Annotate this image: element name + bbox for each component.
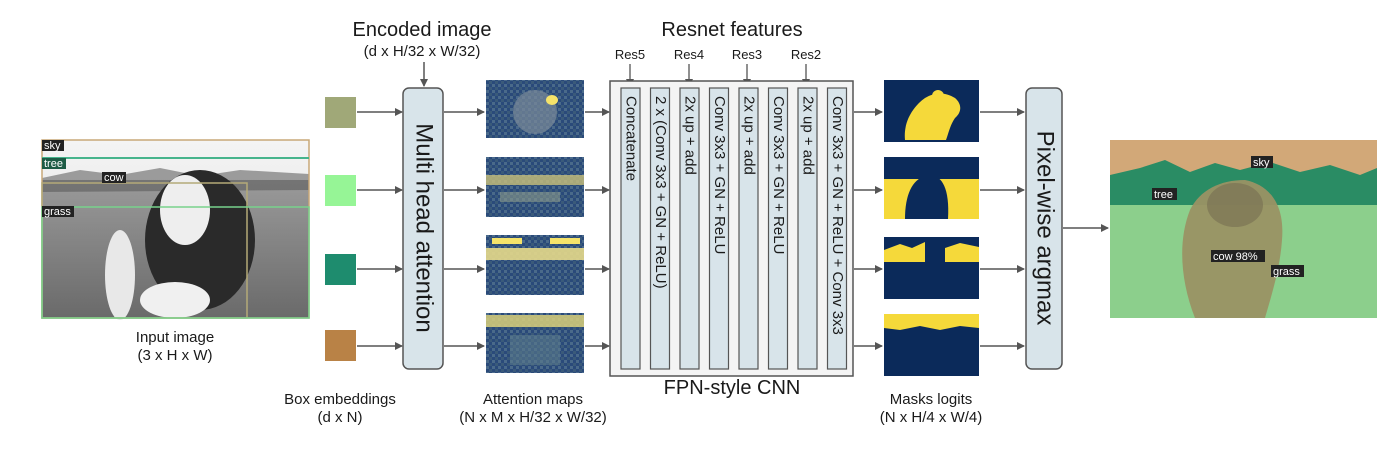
pixel-wise-argmax-box: [1025, 87, 1063, 370]
fpn-stage-box-3: [679, 87, 700, 370]
output-tag-tree: tree: [1154, 189, 1173, 201]
masks-logits-label: Masks logits: [890, 391, 973, 408]
fpn-stage-label-8: Conv 3x3 + GN + ReLU + Conv 3x3: [829, 96, 846, 335]
res-level-4: Res4: [674, 47, 704, 62]
attention-map-3: [486, 235, 584, 295]
input-image: sky tree cow grass: [41, 139, 310, 320]
input-tag-cow: cow: [104, 172, 124, 184]
output-tag-sky: sky: [1253, 157, 1270, 169]
res-level-3: Res3: [732, 47, 762, 62]
fpn-stage-label-5: 2x up + add: [741, 96, 758, 175]
input-image-dims: (3 x H x W): [138, 347, 213, 364]
fpn-stage-label-2: 2 x (Conv 3x3 + GN + ReLU): [652, 96, 669, 289]
embedding-square-4: [325, 330, 356, 361]
multi-head-attention-label: Multi head attention: [411, 123, 438, 332]
embedding-square-2: [325, 175, 356, 206]
res-level-2: Res2: [791, 47, 821, 62]
multi-head-attention-box: [402, 87, 444, 370]
box-embeddings-dims: (d x N): [318, 409, 363, 426]
attention-map-1: [486, 80, 584, 138]
box-embeddings-label: Box embeddings: [284, 391, 396, 408]
attention-maps-dims: (N x M x H/32 x W/32): [459, 409, 607, 426]
embedding-square-3: [325, 254, 356, 285]
input-tag-sky: sky: [44, 140, 61, 152]
input-tag-tree: tree: [44, 158, 63, 170]
pixel-wise-argmax-label: Pixel-wise argmax: [1032, 131, 1059, 326]
embedding-square-1: [325, 97, 356, 128]
encoded-image-dims: (d x H/32 x W/32): [364, 43, 481, 60]
fpn-stage-box-5: [738, 87, 759, 370]
fpn-label: FPN-style CNN: [664, 377, 801, 399]
resnet-features-label: Resnet features: [661, 19, 802, 41]
input-image-label: Input image: [136, 329, 214, 346]
fpn-stage-label-6: Conv 3x3 + GN + ReLU: [770, 96, 787, 254]
mask-logit-grass: [884, 157, 979, 219]
fpn-stage-box-4: [708, 87, 730, 370]
input-tag-grass: grass: [44, 206, 71, 218]
attention-maps-label: Attention maps: [483, 391, 583, 408]
encoded-image-label: Encoded image: [353, 19, 492, 41]
fpn-stage-label-7: 2x up + add: [800, 96, 817, 175]
output-tag-grass: grass: [1273, 266, 1300, 278]
fpn-stage-box-8: [826, 87, 848, 370]
fpn-stage-label-4: Conv 3x3 + GN + ReLU: [711, 96, 728, 254]
output-segmentation: [1110, 140, 1377, 318]
res-level-5: Res5: [615, 47, 645, 62]
fpn-stage-label-3: 2x up + add: [682, 96, 699, 175]
output-tag-cow: cow 98%: [1213, 251, 1258, 263]
fpn-stage-label-1: Concatenate: [623, 96, 640, 181]
fpn-stage-box-1: [620, 87, 641, 370]
fpn-stage-box-2: [649, 87, 671, 370]
mask-logit-cow: [884, 80, 979, 142]
mask-logit-sky: [884, 314, 979, 376]
attention-map-2: [486, 157, 584, 217]
masks-logits-dims: (N x H/4 x W/4): [880, 409, 983, 426]
mask-logit-tree: [884, 237, 979, 299]
attention-map-4: [486, 313, 584, 373]
grass-box: [41, 206, 310, 319]
fpn-stage-box-7: [797, 87, 818, 370]
fpn-stages: Concatenate 2 x (Conv 3x3 + GN + ReLU) 2x …: [620, 87, 848, 370]
fpn-stage-box-6: [767, 87, 789, 370]
